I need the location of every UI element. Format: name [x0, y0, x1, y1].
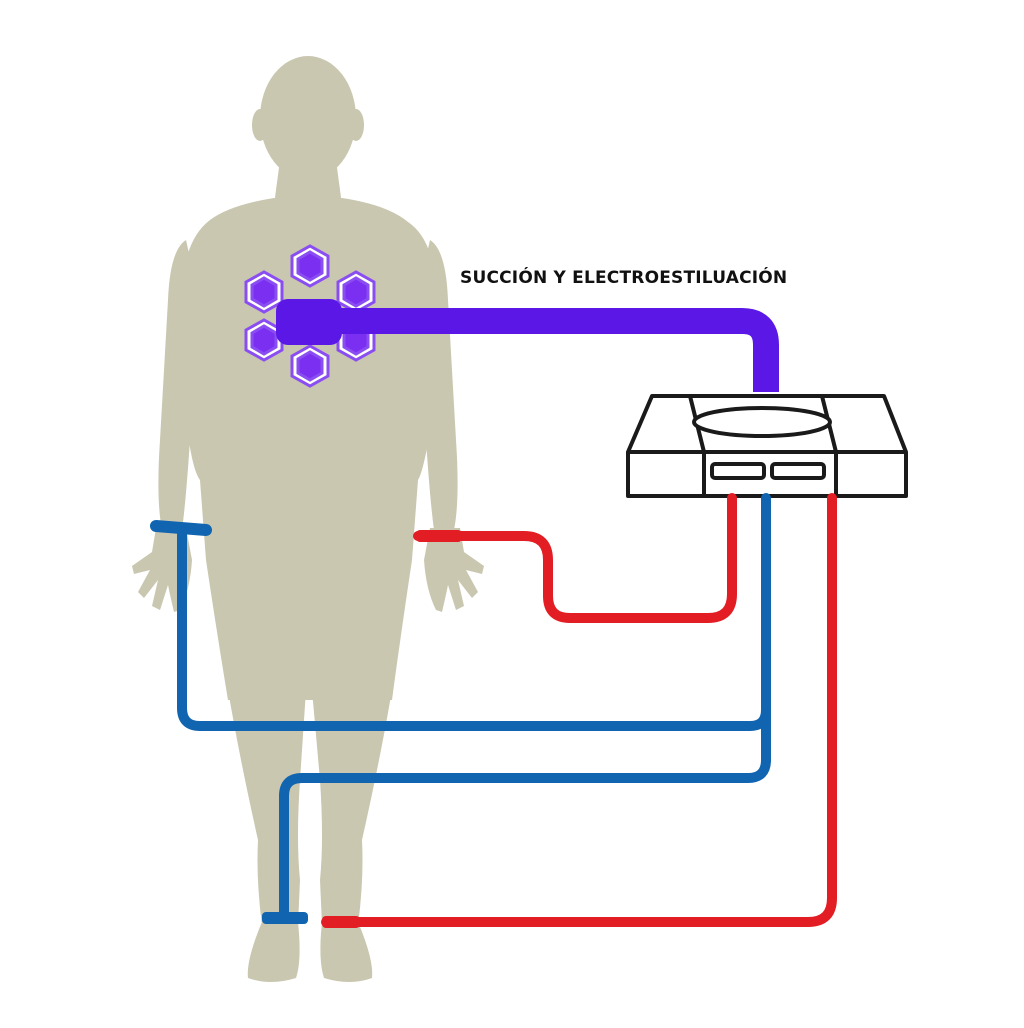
left-ankle-electrode: [262, 912, 308, 924]
right-wrist-electrode: [416, 530, 462, 542]
diagram-label: SUCCIÓN Y ELECTROESTILUACIÓN: [460, 268, 788, 288]
red-cable-right-ankle: [321, 493, 837, 927]
blue-cable-left-ankle: [279, 695, 771, 923]
human-body-silhouette-icon: [132, 56, 484, 982]
therapy-console-icon: [626, 394, 908, 498]
hexagon-electrode-array-icon: [244, 244, 376, 388]
suction-cable: [340, 308, 779, 392]
left-wrist-electrode: [150, 520, 212, 536]
right-ankle-electrode: [322, 916, 360, 928]
red-cable-right-wrist: [413, 493, 737, 623]
